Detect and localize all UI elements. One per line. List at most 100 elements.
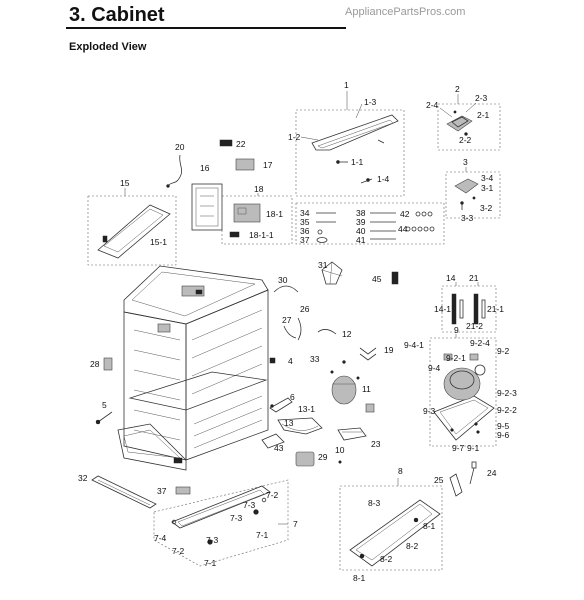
label-24: 24: [487, 468, 497, 478]
label-1-1: 1-1: [351, 157, 364, 167]
label-38: 38: [356, 208, 366, 218]
label-2-1: 2-1: [477, 110, 490, 120]
label-37-top: 37: [300, 235, 310, 245]
label-9-2-1: 9-2-1: [446, 353, 466, 363]
label-14-1: 14-1: [434, 304, 451, 314]
label-9-3: 9-3: [423, 406, 436, 416]
label-7-1-lower: 7-1: [204, 558, 217, 568]
label-28: 28: [90, 359, 100, 369]
label-30: 30: [278, 275, 288, 285]
label-10: 10: [335, 445, 345, 455]
label-9-5: 9-5: [497, 421, 510, 431]
label-9: 9: [454, 325, 459, 335]
label-41: 41: [356, 235, 366, 245]
label-7-2: 7-2: [266, 490, 279, 500]
label-15: 15: [120, 178, 130, 188]
label-33: 33: [310, 354, 320, 364]
label-1-2: 1-2: [288, 132, 301, 142]
label-7-2-lower: 7-2: [172, 546, 185, 556]
group-15-panel: [87, 188, 177, 266]
label-1: 1: [344, 80, 349, 90]
label-8-3: 8-3: [368, 498, 381, 508]
label-8-1: 8-1: [423, 521, 436, 531]
label-21-1: 21-1: [487, 304, 504, 314]
watermark: AppliancePartsPros.com: [345, 6, 466, 18]
label-3-1: 3-1: [481, 183, 494, 193]
label-42: 42: [400, 209, 410, 219]
label-9-7: 9-7: [452, 443, 465, 453]
page-title: 3. Cabinet: [69, 4, 165, 26]
label-1-4: 1-4: [377, 174, 390, 184]
label-7-3-left: 7-3: [206, 535, 219, 545]
label-9-1: 9-1: [467, 443, 480, 453]
label-11: 11: [362, 384, 371, 394]
label-2-4: 2-4: [426, 100, 439, 110]
label-4: 4: [288, 356, 293, 366]
group-18-board: [221, 193, 293, 245]
label-21: 21: [469, 273, 479, 283]
label-22: 22: [236, 139, 246, 149]
label-45: 45: [372, 274, 382, 284]
label-2-3: 2-3: [475, 93, 488, 103]
label-1-3: 1-3: [364, 97, 377, 107]
label-2: 2: [455, 84, 460, 94]
label-5: 5: [102, 400, 107, 410]
label-2-2: 2-2: [459, 135, 472, 145]
label-21-2: 21-2: [466, 321, 483, 331]
label-9-2-2: 9-2-2: [497, 405, 517, 415]
label-3-2: 3-2: [480, 203, 493, 213]
label-9-4: 9-4: [428, 363, 441, 373]
group-7-bottom-tray: [153, 479, 289, 567]
parts-17-20-22: [166, 139, 255, 188]
label-3-3: 3-3: [461, 213, 474, 223]
label-17: 17: [263, 160, 273, 170]
label-9-4-1: 9-4-1: [404, 340, 424, 350]
label-6: 6: [290, 392, 295, 402]
label-31: 31: [318, 260, 328, 270]
label-14: 14: [446, 273, 456, 283]
label-8: 8: [398, 466, 403, 476]
label-23: 23: [371, 439, 381, 449]
part-labels: 1 1-3 1-2 1-1 1-4 2 2-4 2-3 2-1 2-2 3 3-…: [78, 80, 517, 583]
label-36: 36: [300, 226, 310, 236]
label-7: 7: [293, 519, 298, 529]
label-7-3-lower: 7-3: [230, 513, 243, 523]
label-9-6: 9-6: [497, 430, 510, 440]
title-rule: [66, 27, 346, 29]
group-14-21: [441, 282, 497, 333]
label-27: 27: [282, 315, 292, 325]
label-7-4: 7-4: [154, 533, 167, 543]
part-16-cover: [191, 183, 223, 231]
label-3-4: 3-4: [481, 173, 494, 183]
label-34: 34: [300, 208, 310, 218]
group-8-cover: [339, 478, 443, 571]
label-9-2-4: 9-2-4: [470, 338, 490, 348]
label-32: 32: [78, 473, 88, 483]
label-18-1-1: 18-1-1: [249, 230, 274, 240]
exploded-view-heading: Exploded View: [69, 41, 147, 53]
label-7-1: 7-1: [256, 530, 269, 540]
label-37-bottom: 37: [157, 486, 167, 496]
label-13-1: 13-1: [298, 404, 315, 414]
label-9-2: 9-2: [497, 346, 510, 356]
label-16: 16: [200, 163, 210, 173]
label-18-1: 18-1: [266, 209, 283, 219]
label-15-1: 15-1: [150, 237, 167, 247]
label-9-2-3: 9-2-3: [497, 388, 517, 398]
label-25: 25: [434, 475, 444, 485]
label-43: 43: [274, 443, 284, 453]
label-35: 35: [300, 217, 310, 227]
label-20: 20: [175, 142, 185, 152]
label-18: 18: [254, 184, 264, 194]
main-cabinet: [117, 265, 269, 471]
label-3: 3: [463, 157, 468, 167]
label-39: 39: [356, 217, 366, 227]
group-1-top-bracket: [295, 91, 405, 197]
label-29: 29: [318, 452, 328, 462]
parts-28-5-32-37: [91, 357, 191, 509]
label-40: 40: [356, 226, 366, 236]
parts-24-25: [449, 461, 477, 497]
label-26: 26: [300, 304, 310, 314]
label-44: 44: [398, 224, 408, 234]
